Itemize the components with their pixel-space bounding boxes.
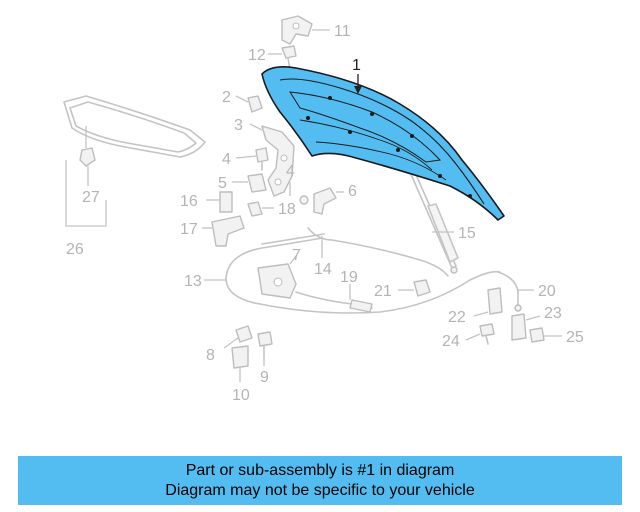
callout-3: 3: [234, 117, 243, 134]
info-banner: Part or sub-assembly is #1 in diagram Di…: [18, 456, 622, 505]
callout-5: 5: [218, 175, 227, 192]
callout-27: 27: [82, 189, 100, 206]
callout-4b: 4: [286, 163, 295, 180]
cable-14[interactable]: [307, 227, 449, 277]
release-handle[interactable]: [487, 287, 503, 315]
callout-11: 11: [334, 23, 351, 40]
callout-10: 10: [232, 387, 250, 404]
screw-9[interactable]: [257, 331, 273, 359]
callout-1: 1: [352, 57, 361, 74]
callout-25: 25: [566, 329, 584, 346]
callout-26: 26: [66, 241, 84, 258]
callout-23: 23: [544, 305, 562, 322]
hood-hinge-upper[interactable]: [281, 15, 313, 45]
callout-8: 8: [206, 347, 215, 364]
cable-end-20[interactable]: [497, 271, 522, 312]
callout-6: 6: [348, 183, 357, 200]
banner-line-2: Diagram may not be specific to your vehi…: [165, 481, 475, 499]
pad-clip[interactable]: [79, 147, 96, 167]
callout-22: 22: [448, 309, 466, 326]
callout-14: 14: [314, 261, 332, 278]
callout-12: 12: [248, 47, 266, 64]
release-cable[interactable]: [225, 233, 501, 314]
nut-10[interactable]: [231, 345, 249, 369]
cable-19[interactable]: [295, 291, 373, 313]
callout-19: 19: [340, 269, 358, 286]
callout-13: 13: [184, 273, 202, 290]
bumper-16[interactable]: [219, 191, 233, 213]
bumper-2[interactable]: [247, 95, 263, 113]
callout-21: 21: [374, 283, 392, 300]
hood-hinge[interactable]: [261, 125, 295, 197]
parts-diagram: 1 2 3 4 4 5 6 7 8 9 10 11 12 13 14 15 16…: [63, 15, 584, 404]
callout-17: 17: [180, 221, 198, 238]
callout-2: 2: [222, 89, 231, 106]
hood-support-strut[interactable]: [406, 166, 459, 274]
clip-25[interactable]: [529, 327, 545, 343]
hood-insulator-pad[interactable]: [63, 95, 206, 158]
callout-24: 24: [442, 333, 460, 350]
bracket-23[interactable]: [511, 313, 527, 341]
callout-18: 18: [278, 201, 296, 218]
banner-line-1: Part or sub-assembly is #1 in diagram: [185, 461, 455, 479]
hood-latch[interactable]: [257, 263, 297, 299]
callout-4a: 4: [222, 151, 231, 168]
clip-21[interactable]: [413, 279, 431, 297]
hood-panel[interactable]: [261, 66, 505, 221]
bumper-5[interactable]: [247, 173, 267, 193]
bracket-17[interactable]: [211, 215, 245, 247]
clip-6[interactable]: [299, 187, 337, 215]
bolt-24[interactable]: [479, 323, 495, 345]
callout-16: 16: [180, 193, 198, 210]
callout-7: 7: [292, 247, 301, 264]
callout-20: 20: [538, 283, 556, 300]
grommet-18[interactable]: [247, 201, 263, 217]
callout-15: 15: [458, 225, 476, 242]
bolt-8[interactable]: [235, 325, 253, 343]
callout-9: 9: [260, 369, 269, 386]
hinge-bolt-4[interactable]: [255, 147, 269, 171]
